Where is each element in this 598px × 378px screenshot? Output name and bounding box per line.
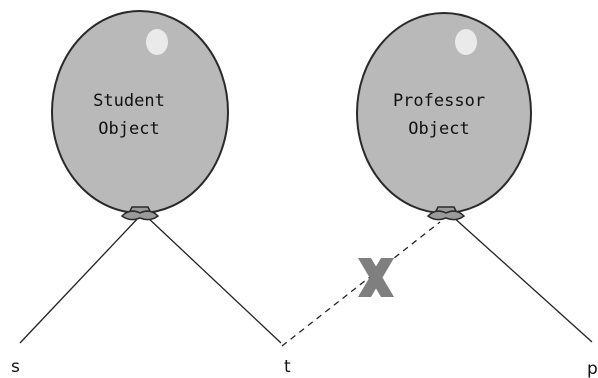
- variable-label-t: t: [284, 357, 291, 377]
- variable-label-s: s: [11, 357, 20, 377]
- cross-mark-icon: [358, 258, 394, 297]
- reference-line-s-to-student: [20, 216, 140, 343]
- student-balloon-body: [52, 11, 228, 213]
- professor-label-line-1: Professor: [393, 91, 485, 111]
- student-balloon-highlight: [146, 29, 168, 55]
- reference-line-t-to-professor-broken: [282, 222, 440, 346]
- professor-label-line-2: Object: [408, 119, 469, 139]
- reference-line-t-to-student: [146, 216, 281, 343]
- variable-label-p: p: [587, 359, 598, 378]
- professor-balloon-body: [357, 13, 531, 213]
- reference-line-p-to-professor: [452, 216, 592, 342]
- professor-object-balloon: Professor Object: [357, 13, 531, 220]
- student-object-balloon: Student Object: [52, 11, 228, 220]
- professor-balloon-highlight: [455, 29, 477, 55]
- student-label-line-2: Object: [98, 119, 159, 139]
- student-label-line-1: Student: [93, 91, 165, 111]
